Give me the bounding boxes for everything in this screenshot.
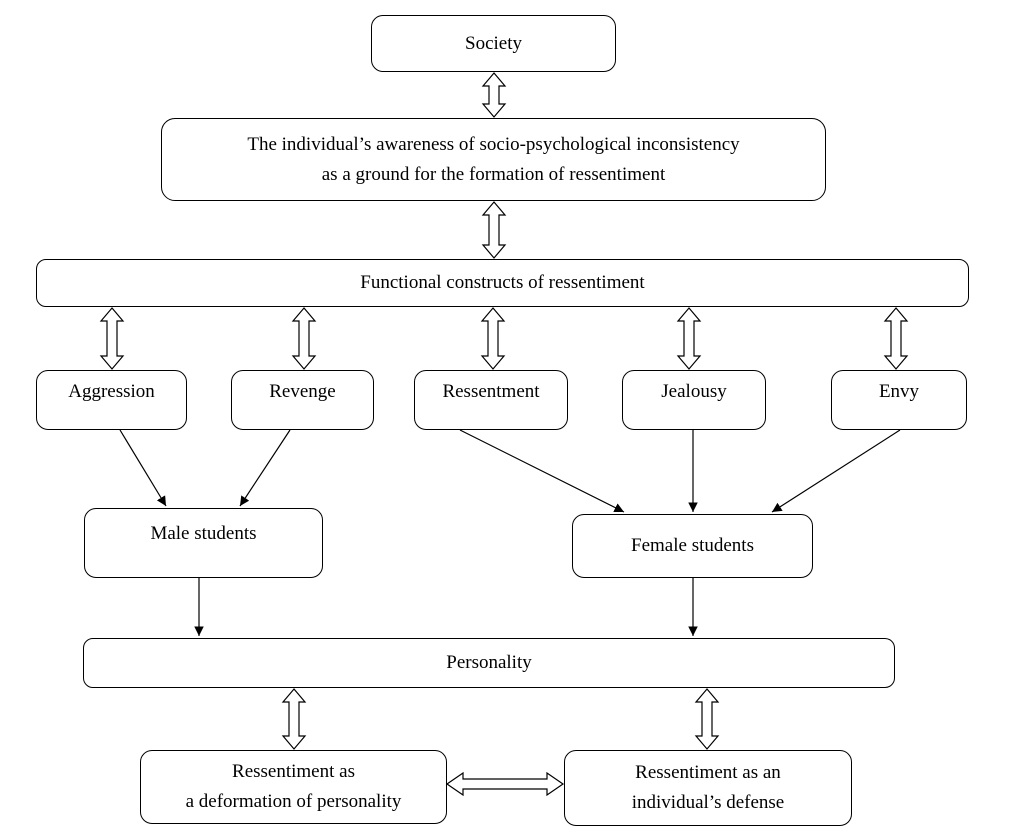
- node-jealousy: Jealousy: [622, 370, 766, 430]
- node-male-students-label: Male students: [150, 523, 257, 544]
- node-revenge: Revenge: [231, 370, 374, 430]
- node-awareness-label: The individual’s awareness of socio-psyc…: [247, 133, 740, 185]
- double-arrow-deformation-defense: [445, 771, 565, 797]
- node-ressentment: Ressentment: [414, 370, 568, 430]
- node-personality: Personality: [83, 638, 895, 688]
- double-arrow-personality-defense: [694, 688, 720, 750]
- node-male-students: Male students: [84, 508, 323, 578]
- node-constructs: Functional constructs of ressentiment: [36, 259, 969, 307]
- node-constructs-label: Functional constructs of ressentiment: [360, 272, 645, 293]
- double-arrow-constructs-revenge: [291, 307, 317, 370]
- node-ressentment-label: Ressentment: [442, 381, 540, 402]
- node-envy: Envy: [831, 370, 967, 430]
- double-arrow-personality-deformation: [281, 688, 307, 750]
- double-arrow-constructs-ressentment: [480, 307, 506, 370]
- edge-envy-female: [771, 429, 901, 513]
- node-society-label: Society: [465, 32, 522, 54]
- edge-ressentment-female: [459, 429, 625, 513]
- double-arrow-constructs-aggression: [99, 307, 125, 370]
- node-female-students-label: Female students: [631, 535, 754, 556]
- double-arrow-society-awareness: [481, 72, 507, 118]
- node-jealousy-label: Jealousy: [661, 381, 727, 402]
- node-deformation-label: Ressentiment as a deformation of persona…: [185, 761, 402, 812]
- node-society: Society: [371, 15, 616, 72]
- node-defense-label: Ressentiment as an individual’s defense: [631, 762, 785, 813]
- double-arrow-awareness-constructs: [481, 201, 507, 259]
- edge-aggression-male: [119, 429, 167, 507]
- double-arrow-constructs-jealousy: [676, 307, 702, 370]
- edge-revenge-male: [239, 429, 291, 507]
- node-revenge-label: Revenge: [269, 381, 336, 402]
- node-awareness: The individual’s awareness of socio-psyc…: [161, 118, 826, 201]
- node-aggression-label: Aggression: [68, 381, 155, 402]
- node-defense: Ressentiment as an individual’s defense: [564, 750, 852, 826]
- node-aggression: Aggression: [36, 370, 187, 430]
- node-envy-label: Envy: [878, 381, 920, 402]
- node-deformation: Ressentiment as a deformation of persona…: [140, 750, 447, 824]
- node-personality-label: Personality: [446, 652, 532, 673]
- double-arrow-constructs-envy: [883, 307, 909, 370]
- node-female-students: Female students: [572, 514, 813, 578]
